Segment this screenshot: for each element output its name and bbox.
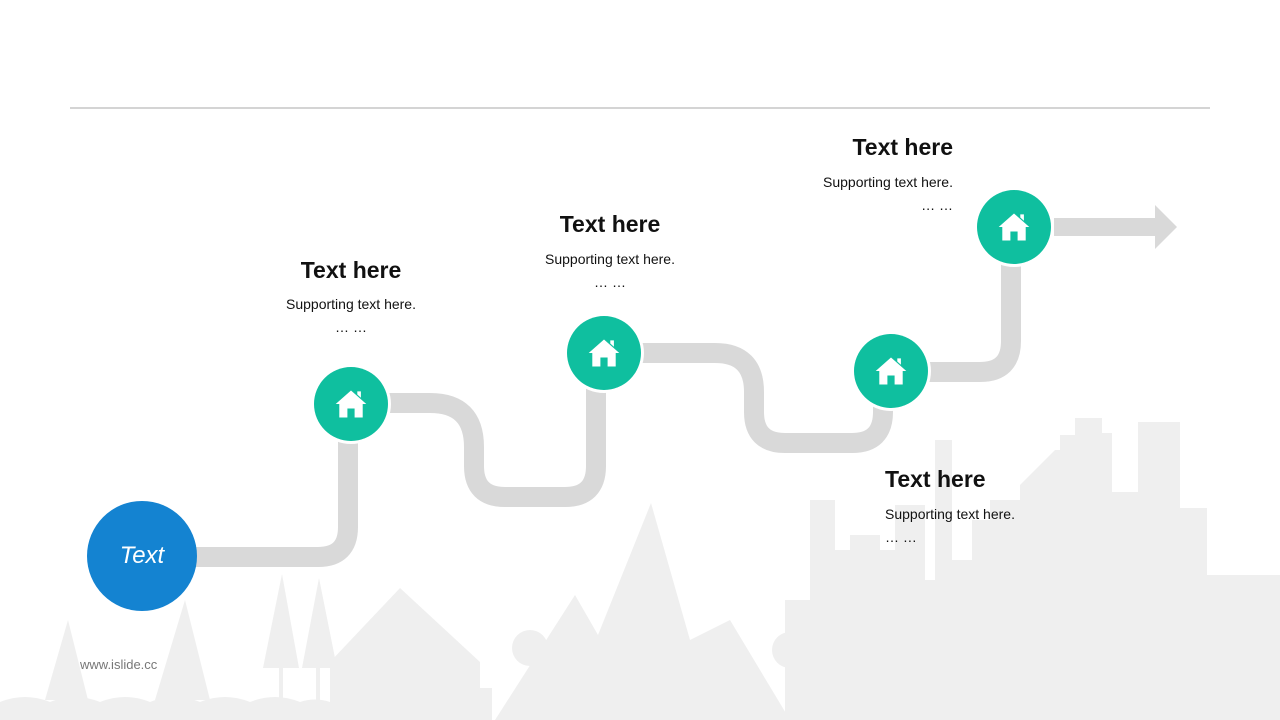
- start-node-label: Text: [119, 542, 165, 569]
- step-3-subtitle: Supporting text here. … …: [885, 503, 1015, 549]
- footer-url[interactable]: www.islide.cc: [80, 657, 158, 672]
- step-4-subtitle: Supporting text here. … …: [823, 171, 953, 217]
- step-1-title: Text here: [300, 257, 402, 283]
- skyline-background: [0, 418, 1280, 720]
- step-2-subtitle: Supporting text here. … …: [545, 248, 675, 294]
- step-4-ellipsis: … …: [921, 197, 953, 213]
- step-3-title: Text here: [885, 466, 986, 492]
- step-2-title: Text here: [559, 211, 661, 237]
- milestone-node: [851, 331, 931, 411]
- step-4-title: Text here: [852, 134, 953, 160]
- step-1-ellipsis: … …: [335, 319, 367, 335]
- step-2-subtitle-text: Supporting text here.: [545, 251, 675, 267]
- arrow-right-icon: [1054, 205, 1177, 249]
- step-3-ellipsis: … …: [885, 529, 917, 545]
- step-4-subtitle-text: Supporting text here.: [823, 174, 953, 190]
- milestone-node: [564, 313, 644, 393]
- step-2-ellipsis: … …: [594, 274, 626, 290]
- step-3-subtitle-text: Supporting text here.: [885, 506, 1015, 522]
- step-1-subtitle: Supporting text here. … …: [286, 293, 416, 339]
- start-node: [87, 501, 197, 611]
- milestone-node: [311, 364, 391, 444]
- step-1-subtitle-text: Supporting text here.: [286, 296, 416, 312]
- milestone-node: [974, 187, 1054, 267]
